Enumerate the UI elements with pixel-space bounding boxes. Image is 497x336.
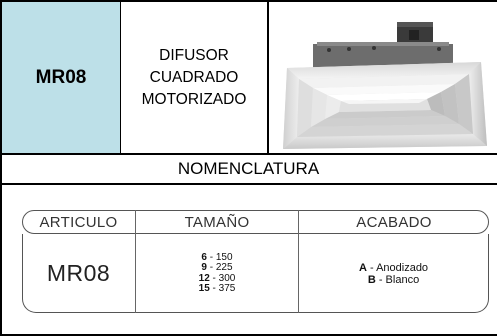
column-divider [135,210,136,313]
finish-list: A - Anodizado B - Blanco [298,234,489,313]
description-line: CUADRADO [149,68,239,86]
header-tamano: TAMAÑO [184,213,250,231]
divider [267,2,269,153]
product-description-cell: DIFUSOR CUADRADO MOTORIZADO [121,2,267,153]
product-photo [269,2,497,153]
list-item: 9 - 225 [201,262,233,273]
product-code: MR08 [35,66,87,88]
divider [120,2,121,153]
section-title: NOMENCLATURA [177,159,320,178]
list-item: 15 - 375 [198,283,236,294]
list-item: B - Blanco [367,273,420,286]
list-item: A - Anodizado [358,261,429,274]
article-code: MR08 [46,260,111,286]
list-item: 12 - 300 [198,272,236,284]
description-line: DIFUSOR [159,46,229,64]
list-item: 6 - 150 [201,251,233,263]
header-articulo: ARTICULO [39,213,118,231]
column-divider [298,210,299,313]
table-body-row [22,234,489,313]
nomenclature-table: ARTICULO TAMAÑO ACABADO MR08 6 - 150 9 -… [22,210,489,313]
divider [0,153,497,155]
table-header-row [22,210,489,234]
description-line: MOTORIZADO [141,90,247,108]
square-diffuser-photo [283,22,487,149]
size-list: 6 - 150 9 - 225 12 - 300 15 - 375 [136,234,298,313]
header-acabado: ACABADO [356,213,432,231]
product-code-cell: MR08 [2,2,120,153]
divider [0,183,497,185]
